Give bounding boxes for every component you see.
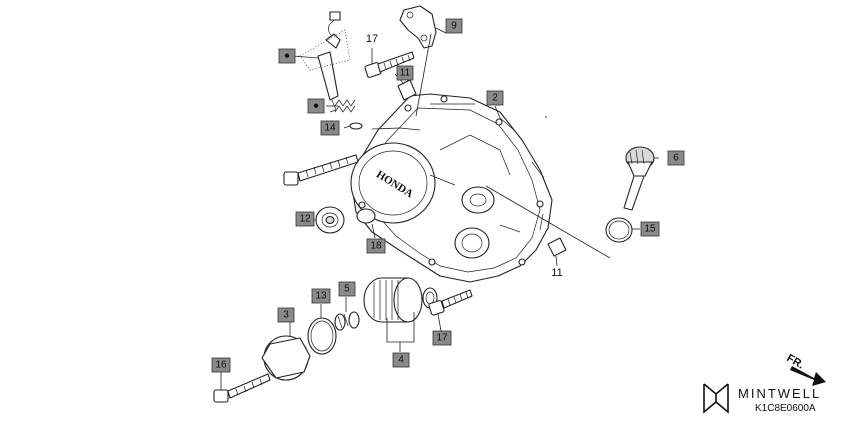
spring-part (334, 99, 356, 113)
svg-text:12: 12 (299, 214, 311, 225)
label-11-right: 11 (551, 267, 562, 279)
callout-8: ● (307, 98, 325, 114)
callout-16: 16 (211, 357, 231, 373)
svg-text:5: 5 (344, 284, 350, 295)
callout-9: 9 (445, 18, 463, 34)
callout-12: 12 (295, 211, 315, 227)
callout-13: 13 (311, 288, 331, 304)
svg-text:14: 14 (324, 123, 336, 134)
callout-3: 3 (277, 307, 295, 323)
bolt-left (283, 154, 359, 186)
brand-name: MINTWELL (738, 386, 821, 401)
dowel-11-upper (397, 79, 417, 101)
sensor-switch (299, 11, 351, 113)
callout-6: 6 (667, 150, 685, 166)
callout-2: 2 (486, 90, 504, 106)
svg-text:6: 6 (673, 153, 679, 164)
callout-15: 15 (640, 221, 660, 237)
bracket-part (399, 5, 437, 49)
callout-11-upper: 11 (396, 65, 414, 81)
front-arrow: FR. (785, 352, 826, 386)
svg-text:9: 9 (451, 21, 457, 32)
leader-lines (220, 27, 659, 390)
svg-text:16: 16 (215, 360, 227, 371)
bolt-17-upper (364, 51, 415, 78)
svg-text:3: 3 (283, 310, 289, 321)
bolt-17-lower (428, 289, 473, 316)
arrow-right-icon (790, 366, 826, 386)
dowel-11-right (547, 237, 567, 257)
filter-cover-3 (261, 335, 311, 381)
oil-filter (363, 277, 438, 323)
svg-text:2: 2 (492, 93, 498, 104)
svg-text:4: 4 (398, 355, 404, 366)
diagram-code: K1C8E0600A (755, 403, 816, 414)
callout-17-lower: 17 (432, 330, 452, 346)
svg-text:11: 11 (400, 68, 411, 79)
o-ring-13 (307, 317, 337, 355)
clutch-cover: HONDA (350, 93, 553, 283)
callout-14: 14 (320, 120, 340, 136)
oil-filler-cap (623, 146, 655, 211)
spring-5 (334, 311, 360, 331)
svg-text:●: ● (284, 51, 290, 62)
svg-text:17: 17 (436, 333, 448, 344)
svg-text:18: 18 (370, 241, 382, 252)
brand-mark-icon (703, 383, 729, 414)
svg-text:13: 13 (315, 291, 327, 302)
svg-text:15: 15 (644, 224, 656, 235)
callout-5: 5 (338, 281, 356, 297)
o-ring-15 (605, 217, 633, 243)
label-17-upper: 17 (366, 33, 378, 45)
callout-p: ● (278, 48, 296, 64)
seal-18 (356, 208, 376, 224)
bearing-12 (315, 206, 345, 234)
bolt-16 (213, 373, 271, 403)
brand-logo: MINTWELL (703, 383, 821, 414)
svg-text:●: ● (313, 101, 319, 112)
ring-14 (349, 122, 363, 130)
callout-4: 4 (392, 352, 410, 368)
callout-18: 18 (366, 238, 386, 254)
